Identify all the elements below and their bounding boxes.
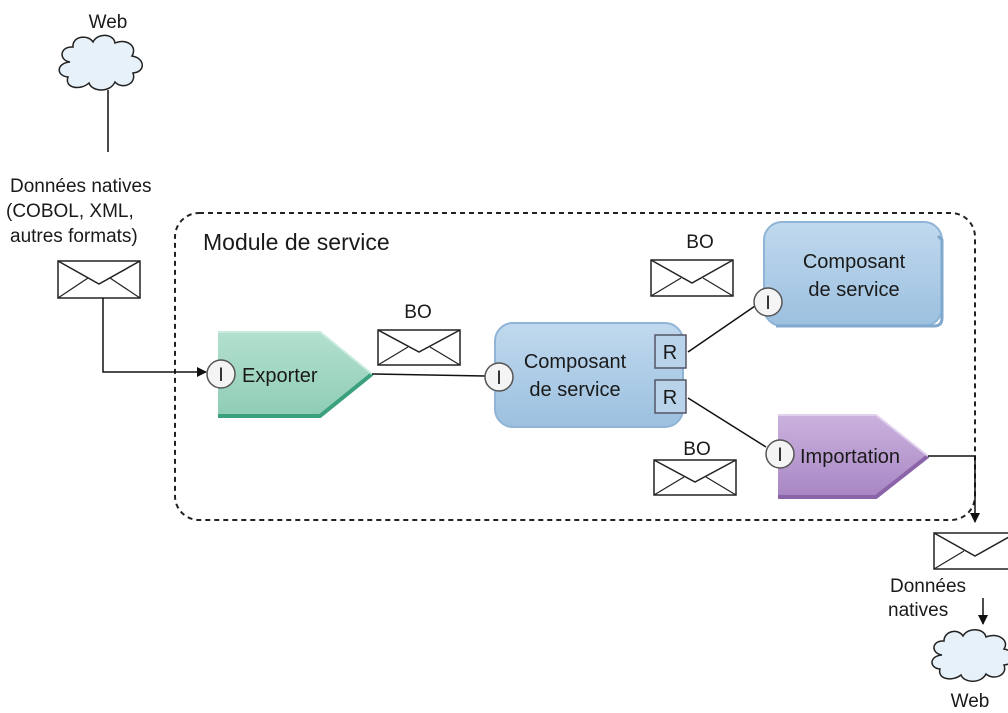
envelope-icon-bo-export — [377, 329, 461, 366]
web-cloud-bottom — [931, 629, 1008, 682]
link-ref2-importer — [687, 397, 767, 448]
reference-box-1[interactable] — [654, 334, 687, 369]
envelope-icon-bo-top — [650, 259, 734, 297]
exporter-node[interactable] — [218, 331, 374, 418]
envelope-icon-native-out — [933, 532, 1008, 570]
web-bottom-label: Web — [951, 691, 990, 712]
component-main-interface-letter: I — [496, 368, 501, 389]
link-exporter-component — [371, 373, 486, 377]
cloud-icon — [58, 34, 143, 91]
cloud-icon — [931, 629, 1008, 682]
native-data-out-line2: natives — [888, 600, 948, 621]
importer-node[interactable] — [778, 414, 930, 499]
exporter-interface-icon — [206, 359, 236, 389]
web-top-label: Web — [89, 12, 128, 33]
bo-label-import: BO — [683, 439, 710, 460]
component-top-interface-letter: I — [765, 293, 770, 314]
envelope-icon-bo-import — [653, 459, 737, 496]
reference-box-2[interactable] — [654, 379, 687, 414]
component-main-line1: Composant — [524, 351, 627, 373]
bo-label-export: BO — [404, 302, 431, 323]
component-top-interface-icon — [753, 287, 783, 317]
arrow-native-to-exporter — [102, 298, 207, 377]
envelope-icon-native-in — [57, 260, 141, 299]
reference-2-letter: R — [663, 387, 677, 409]
native-data-out-line1: Données — [890, 576, 966, 597]
native-data-in-line2: (COBOL, XML, — [6, 201, 134, 222]
component-top-line1: Composant — [803, 251, 906, 273]
importer-interface-letter: I — [777, 445, 782, 466]
native-data-in-line3: autres formats) — [10, 226, 138, 247]
module-title: Module de service — [203, 229, 390, 255]
exporter-label: Exporter — [242, 365, 318, 387]
importer-interface-icon — [765, 439, 795, 469]
web-cloud-top — [58, 34, 143, 91]
exporter-interface-letter: I — [218, 365, 223, 386]
arrow-importer-to-native — [928, 455, 980, 523]
bo-label-top: BO — [686, 232, 713, 253]
service-component-top[interactable] — [763, 221, 944, 328]
service-module-boundary — [174, 212, 976, 521]
component-top-line2: de service — [808, 279, 899, 301]
importer-label: Importation — [800, 446, 900, 468]
component-main-line2: de service — [529, 379, 620, 401]
native-data-in-line1: Données natives — [10, 176, 152, 197]
link-ref1-component-top — [687, 305, 756, 353]
component-main-interface-icon — [484, 362, 514, 392]
reference-1-letter: R — [663, 342, 677, 364]
